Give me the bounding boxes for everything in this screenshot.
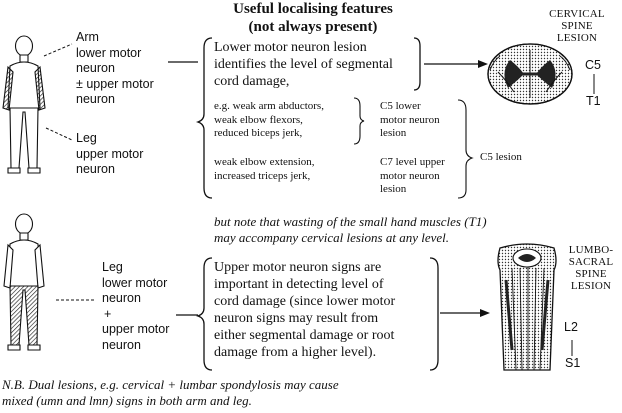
c5-lower-label: C5 lower motor neuron lesion <box>380 100 440 141</box>
level-l2: L2 <box>564 320 578 334</box>
leg-line: neuron <box>102 291 141 305</box>
text-line: increased triceps jerk, <box>214 169 311 182</box>
heading-line1: Useful localising features <box>233 1 393 17</box>
leg-line: neuron <box>76 162 115 176</box>
level-c5: C5 <box>585 58 601 72</box>
text-line: e.g. weak arm abductors, <box>214 100 324 112</box>
caption-line: SACRAL <box>568 256 614 268</box>
text-line: either segmental damage or root <box>214 328 395 343</box>
text-line: cord damage, <box>214 74 290 89</box>
caption-line: LUMBO- <box>568 244 614 256</box>
leader-arm <box>43 43 73 57</box>
text-line: damage from a higher level). <box>214 345 377 360</box>
upper-note: but note that wasting of the small hand … <box>214 214 614 246</box>
bracket-right-upper <box>413 37 421 91</box>
caption-line: LESION <box>570 280 612 292</box>
heading-line2: (not always present) <box>248 19 378 35</box>
examples-group1: e.g. weak arm abductors, weak elbow flex… <box>214 100 354 141</box>
footnote-line: N.B. Dual lesions, e.g. cervical + lumba… <box>2 377 339 392</box>
text-line: lesion <box>380 183 407 195</box>
cervical-caption: CERVICAL SPINE LESION <box>542 8 612 44</box>
level-s1: S1 <box>565 356 581 370</box>
text-line: C7 level upper <box>380 156 445 168</box>
text-line: Lower motor neuron lesion <box>214 40 367 55</box>
caption-line: SPINE <box>575 268 607 280</box>
text-line: weak elbow extension, <box>214 156 315 168</box>
text-line: motor neuron <box>380 169 440 182</box>
bracket-right-lower <box>429 257 439 371</box>
leg-line: Leg <box>102 260 123 274</box>
text-line: may accompany cervical lesions at any le… <box>214 230 449 245</box>
arm-line: lower motor <box>76 45 142 60</box>
upper-main-text: Lower motor neuron lesion identifies the… <box>214 39 414 90</box>
leader-leg <box>45 127 73 141</box>
examples-group2: weak elbow extension, increased triceps … <box>214 156 364 183</box>
cervical-cord-cross-section-icon <box>487 43 573 105</box>
lower-main-text: Upper motor neuron signs are important i… <box>214 259 436 361</box>
lumbosacral-caption: LUMBO- SACRAL SPINE LESION <box>560 244 622 292</box>
figure-upper-icon <box>2 35 46 174</box>
arm-line: neuron <box>76 61 115 75</box>
leg-line: neuron <box>102 337 141 352</box>
lumbosacral-cord-icon <box>497 243 557 371</box>
leg-line: upper motor <box>76 146 144 161</box>
c5-lesion-label: C5 lesion <box>480 151 522 163</box>
c7-upper-label: C7 level upper motor neuron lesion <box>380 156 445 197</box>
arm-line: ± upper motor <box>76 76 154 91</box>
lower-leg-label-block: Leg lower motor neuron + upper motor neu… <box>102 260 169 353</box>
footnote-line: mixed (umn and lmn) signs in both arm an… <box>2 393 252 408</box>
text-line: but note that wasting of the small hand … <box>214 214 487 229</box>
leg-line: + <box>104 306 112 321</box>
text-line: motor neuron <box>380 113 440 126</box>
figure-lower-icon <box>3 213 45 351</box>
leg-label: Leg <box>76 131 97 145</box>
arm-label-block: Arm lower motor neuron ± upper motor neu… <box>76 30 154 108</box>
brace-small-examples <box>353 97 365 145</box>
text-line: neuron signs may result from <box>214 311 379 326</box>
brace-upper <box>195 37 213 199</box>
leg-line: lower motor <box>102 275 168 290</box>
caption-line: CERVICAL <box>549 8 605 20</box>
text-line: C5 lower <box>380 100 421 112</box>
text-line: weak elbow flexors, <box>214 113 303 126</box>
text-line: Upper motor neuron signs are <box>214 260 382 275</box>
caption-line: LESION <box>556 32 598 44</box>
text-line: identifies the level of segmental <box>214 57 393 72</box>
arm-line: neuron <box>76 92 115 106</box>
text-line: cord damage (since lower motor <box>214 294 396 309</box>
leg-line: upper motor <box>102 322 170 336</box>
level-t1: T1 <box>586 94 601 108</box>
footnote: N.B. Dual lesions, e.g. cervical + lumba… <box>2 377 602 409</box>
brace-lower <box>195 257 213 371</box>
heading: Useful localising features (not always p… <box>208 0 418 36</box>
leg-label-block: Leg upper motor neuron <box>76 131 143 178</box>
arm-label: Arm <box>76 30 99 44</box>
text-line: lesion <box>380 127 407 139</box>
text-line: important in detecting level of <box>214 277 384 292</box>
caption-line: SPINE <box>561 20 593 32</box>
text-line: reduced biceps jerk, <box>214 127 303 139</box>
brace-c5-lesion <box>457 99 474 199</box>
